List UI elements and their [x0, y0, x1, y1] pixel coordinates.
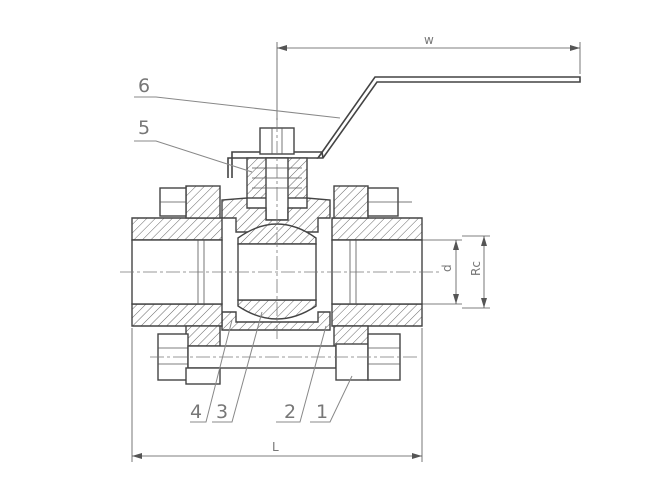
dim-label-w: w — [424, 33, 434, 47]
dimension-L: L — [131, 328, 423, 462]
callout-5: 5 — [134, 117, 253, 173]
callout-number-5: 5 — [138, 117, 150, 139]
callout-number-1: 1 — [316, 401, 328, 423]
dim-label-d: d — [440, 264, 454, 272]
dimension-d: d — [422, 239, 462, 305]
callout-number-3: 3 — [216, 401, 228, 423]
top-bolts — [159, 187, 412, 217]
dim-label-L: L — [272, 440, 279, 454]
centerlines — [120, 118, 440, 358]
callout-number-2: 2 — [284, 401, 296, 423]
callout-number-4: 4 — [190, 401, 202, 423]
dimension-Rc: Rc — [462, 235, 490, 309]
callout-2: 2 — [276, 325, 327, 423]
dimension-w: w — [276, 33, 581, 120]
callout-1: 1 — [310, 375, 353, 423]
callout-number-6: 6 — [138, 75, 150, 97]
callout-3: 3 — [212, 311, 263, 423]
callout-6: 6 — [134, 75, 341, 119]
callout-4: 4 — [190, 319, 233, 423]
dim-label-Rc: Rc — [469, 261, 483, 276]
